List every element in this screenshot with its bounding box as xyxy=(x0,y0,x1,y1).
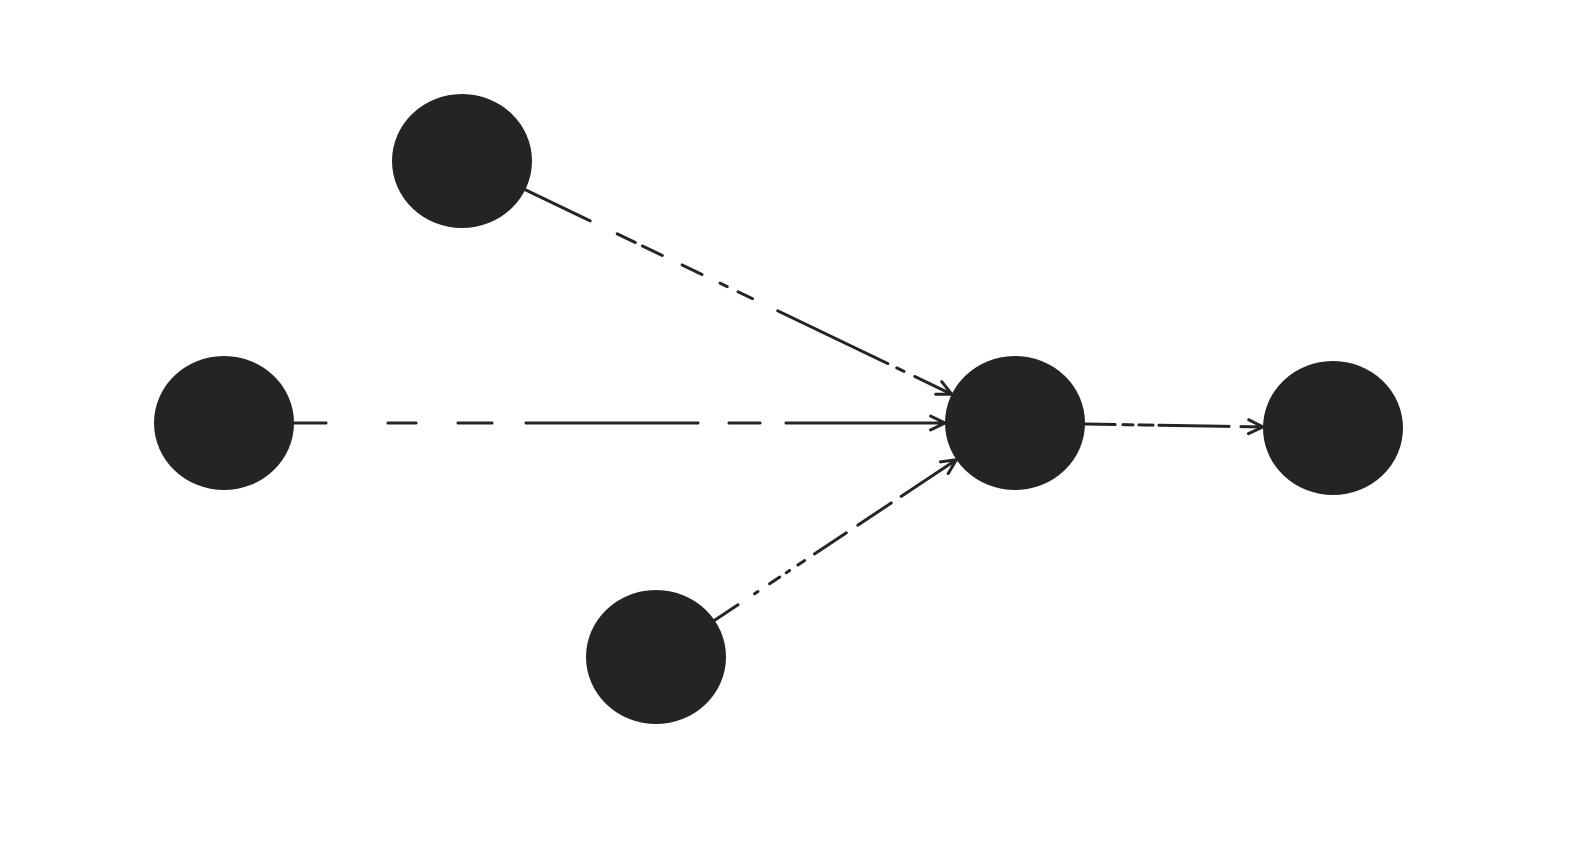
nodes-layer xyxy=(154,94,1403,724)
node-center[interactable] xyxy=(945,356,1085,490)
node-bottom[interactable] xyxy=(586,590,726,724)
edge-line xyxy=(523,188,954,396)
edge-top-to-center xyxy=(523,188,954,396)
edge-bottom-to-center xyxy=(713,458,958,622)
arrowhead-icon xyxy=(939,458,958,475)
node-left[interactable] xyxy=(154,356,294,490)
edge-line xyxy=(713,458,958,622)
node-right[interactable] xyxy=(1263,361,1403,495)
node-top[interactable] xyxy=(392,94,532,228)
edges-layer xyxy=(292,188,1265,622)
edge-center-to-right xyxy=(1083,418,1265,436)
arrowhead-icon xyxy=(934,380,954,396)
edge-left-to-center xyxy=(292,414,947,432)
edge-line xyxy=(1083,422,1265,429)
